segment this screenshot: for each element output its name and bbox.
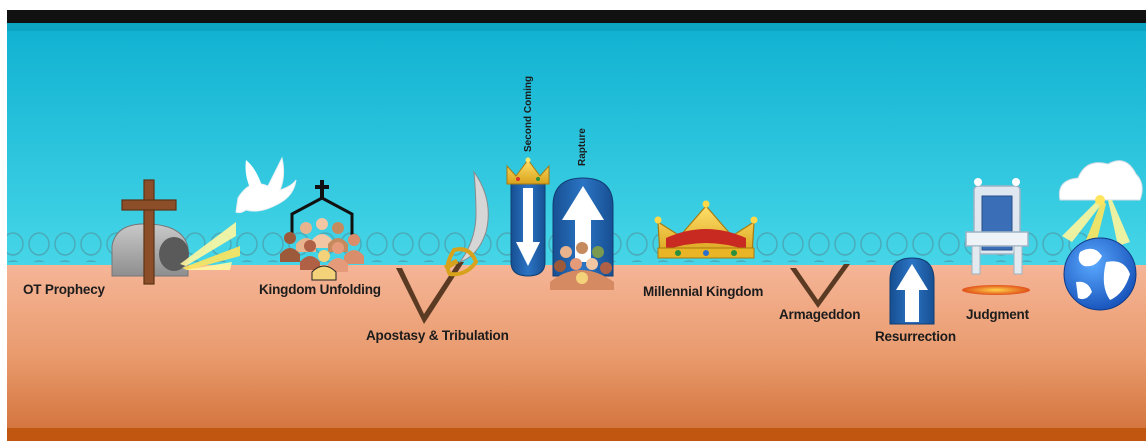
resurrection-arrow-icon xyxy=(890,258,934,324)
label-apostasy-tribulation: Apostasy & Tribulation xyxy=(366,328,509,343)
label-ot-prophecy: OT Prophecy xyxy=(23,282,105,297)
down-arrow-icon xyxy=(511,184,545,276)
lake-of-fire-icon xyxy=(962,285,1030,295)
label-judgment: Judgment xyxy=(966,307,1029,322)
label-millennial-kingdom: Millennial Kingdom xyxy=(643,284,763,299)
label-second-coming: Second Coming xyxy=(523,76,534,152)
label-kingdom-unfolding: Kingdom Unfolding xyxy=(259,282,381,297)
label-armageddon: Armageddon xyxy=(779,307,860,322)
top-bar xyxy=(7,10,1146,23)
label-resurrection: Resurrection xyxy=(875,329,956,344)
bottom-bar xyxy=(7,428,1146,441)
globe-icon xyxy=(1064,238,1136,310)
label-rapture: Rapture xyxy=(577,128,588,166)
